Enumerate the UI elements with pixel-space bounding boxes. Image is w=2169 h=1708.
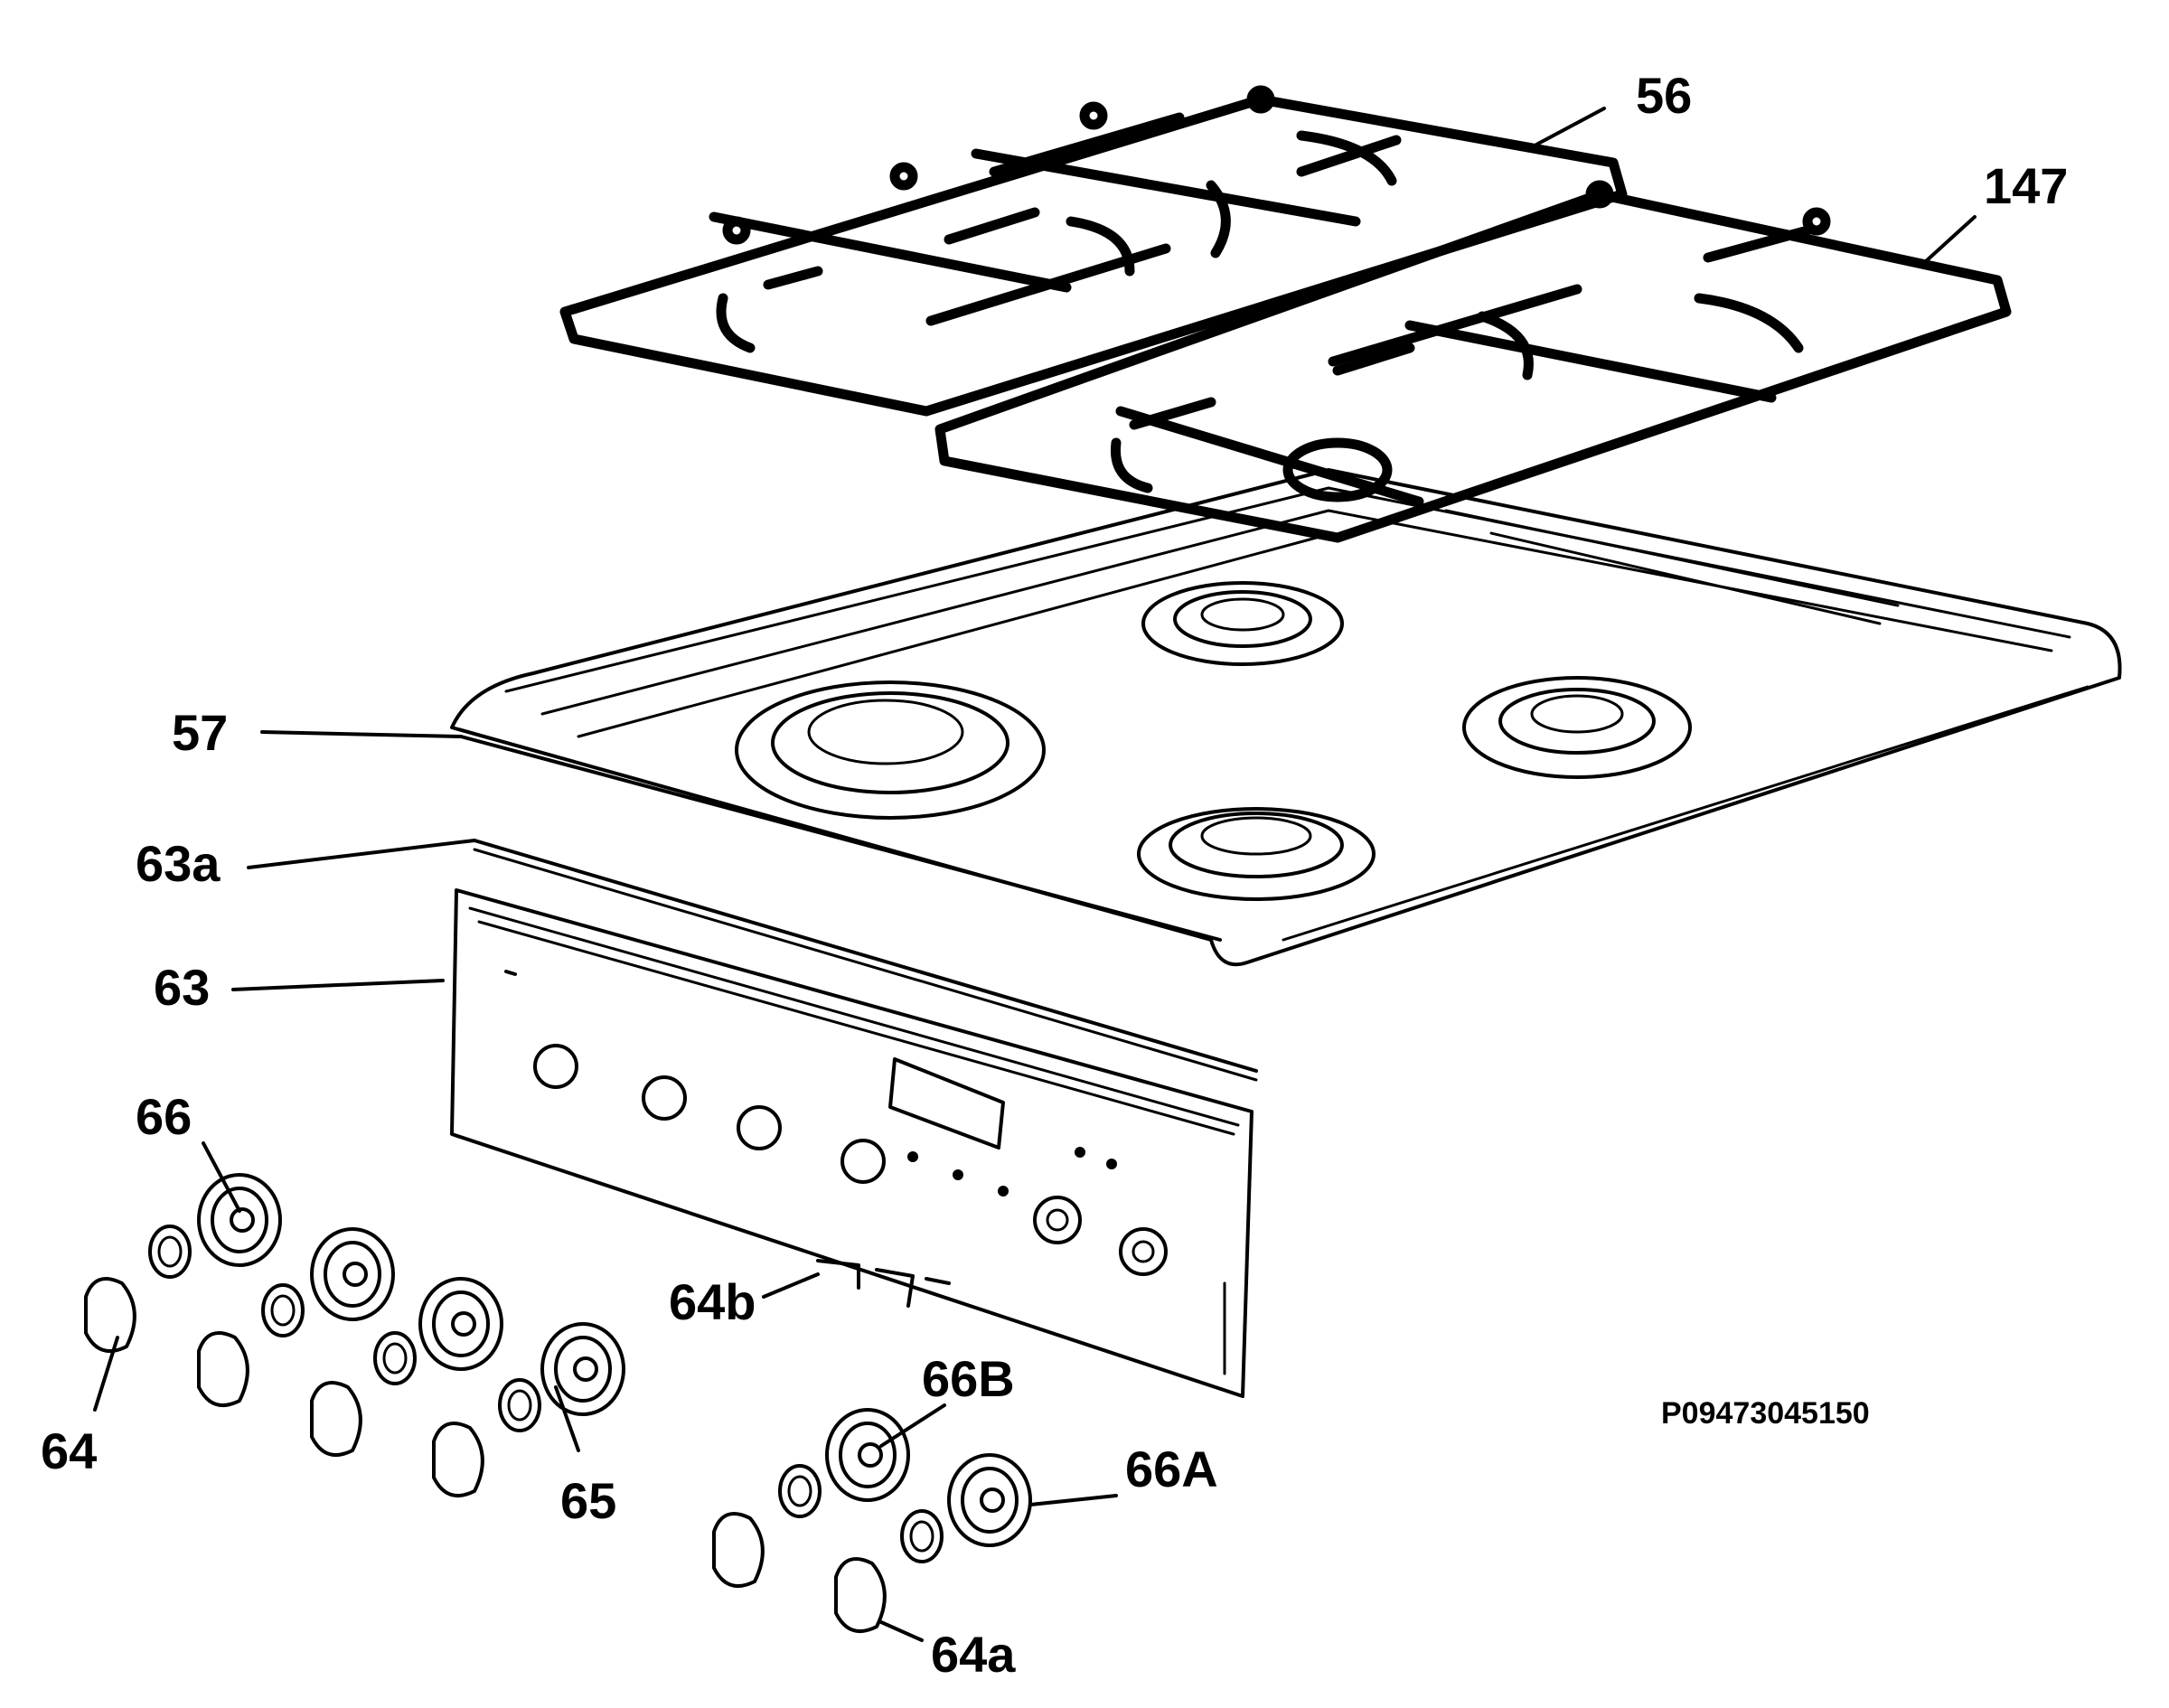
hob-top-57: [450, 468, 2122, 967]
burner-right: [1462, 676, 1692, 779]
trim-strip-63a: [473, 839, 1258, 1082]
reference-number: P09473045150: [1661, 1396, 1870, 1431]
label-147: 147: [1984, 157, 2068, 214]
leader-lines: [93, 107, 1977, 1642]
label-57: 57: [172, 704, 228, 761]
burner-left-large: [735, 680, 1046, 820]
label-66A: 66A: [1125, 1441, 1218, 1497]
knob-set-left: [84, 1173, 625, 1497]
label-56: 56: [1636, 67, 1692, 124]
pan-support-147: [934, 180, 2012, 543]
label-66B: 66B: [922, 1350, 1015, 1407]
burner-front-center: [1137, 807, 1376, 901]
control-panel-63: [450, 888, 1254, 1398]
label-64b: 64b: [669, 1273, 756, 1330]
label-65: 65: [560, 1472, 616, 1529]
label-66: 66: [136, 1088, 192, 1145]
label-64: 64: [41, 1422, 97, 1479]
burner-rear-center: [1141, 581, 1344, 666]
clip-64b: [816, 1259, 951, 1308]
label-64a: 64a: [931, 1626, 1016, 1683]
knob-set-right: [712, 1408, 1032, 1633]
label-63a: 63a: [136, 835, 221, 892]
label-63: 63: [154, 959, 210, 1016]
pan-support-56: [559, 85, 1628, 417]
